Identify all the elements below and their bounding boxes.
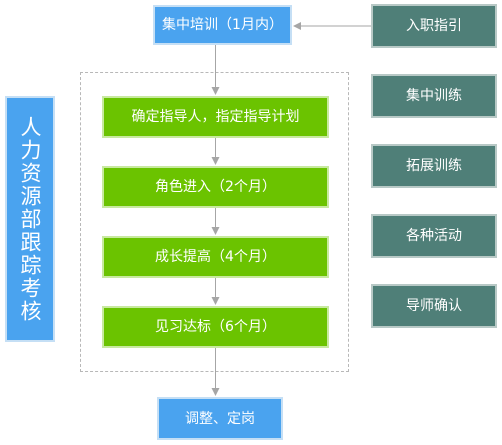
centralized-drill-label: 集中训练 bbox=[406, 88, 462, 104]
step-assign-mentor-label: 确定指导人，指定指导计划 bbox=[131, 109, 300, 125]
centralized-drill-box: 集中训练 bbox=[371, 74, 497, 118]
hr-tracking-panel: 人力资源部跟踪考核 bbox=[5, 96, 55, 342]
activities-box: 各种活动 bbox=[371, 214, 497, 258]
step-growth: 成长提高（4个月） bbox=[102, 236, 329, 278]
outward-bound-box: 拓展训练 bbox=[371, 144, 497, 188]
step-assign-mentor: 确定指导人，指定指导计划 bbox=[102, 96, 329, 138]
step-growth-label: 成长提高（4个月） bbox=[155, 249, 276, 265]
adjust-assign-box: 调整、定岗 bbox=[157, 397, 283, 440]
onboarding-guide-box: 入职指引 bbox=[371, 4, 497, 48]
onboarding-guide-label: 入职指引 bbox=[406, 18, 462, 34]
outward-bound-label: 拓展训练 bbox=[406, 158, 462, 174]
adjust-assign-label: 调整、定岗 bbox=[185, 410, 255, 427]
mentor-confirmation-label: 导师确认 bbox=[406, 298, 462, 314]
activities-label: 各种活动 bbox=[406, 228, 462, 244]
centralized-training-label: 集中培训（1月内） bbox=[162, 17, 283, 33]
step-probation-complete-label: 见习达标（6个月） bbox=[155, 319, 276, 335]
centralized-training-box: 集中培训（1月内） bbox=[153, 5, 292, 45]
mentor-confirmation-box: 导师确认 bbox=[371, 284, 497, 328]
hr-tracking-title: 人力资源部跟踪考核 bbox=[18, 115, 42, 323]
training-phase-frame bbox=[80, 72, 349, 372]
step-role-entry: 角色进入（2个月） bbox=[102, 166, 329, 208]
step-probation-complete: 见习达标（6个月） bbox=[102, 306, 329, 348]
step-role-entry-label: 角色进入（2个月） bbox=[155, 179, 276, 195]
